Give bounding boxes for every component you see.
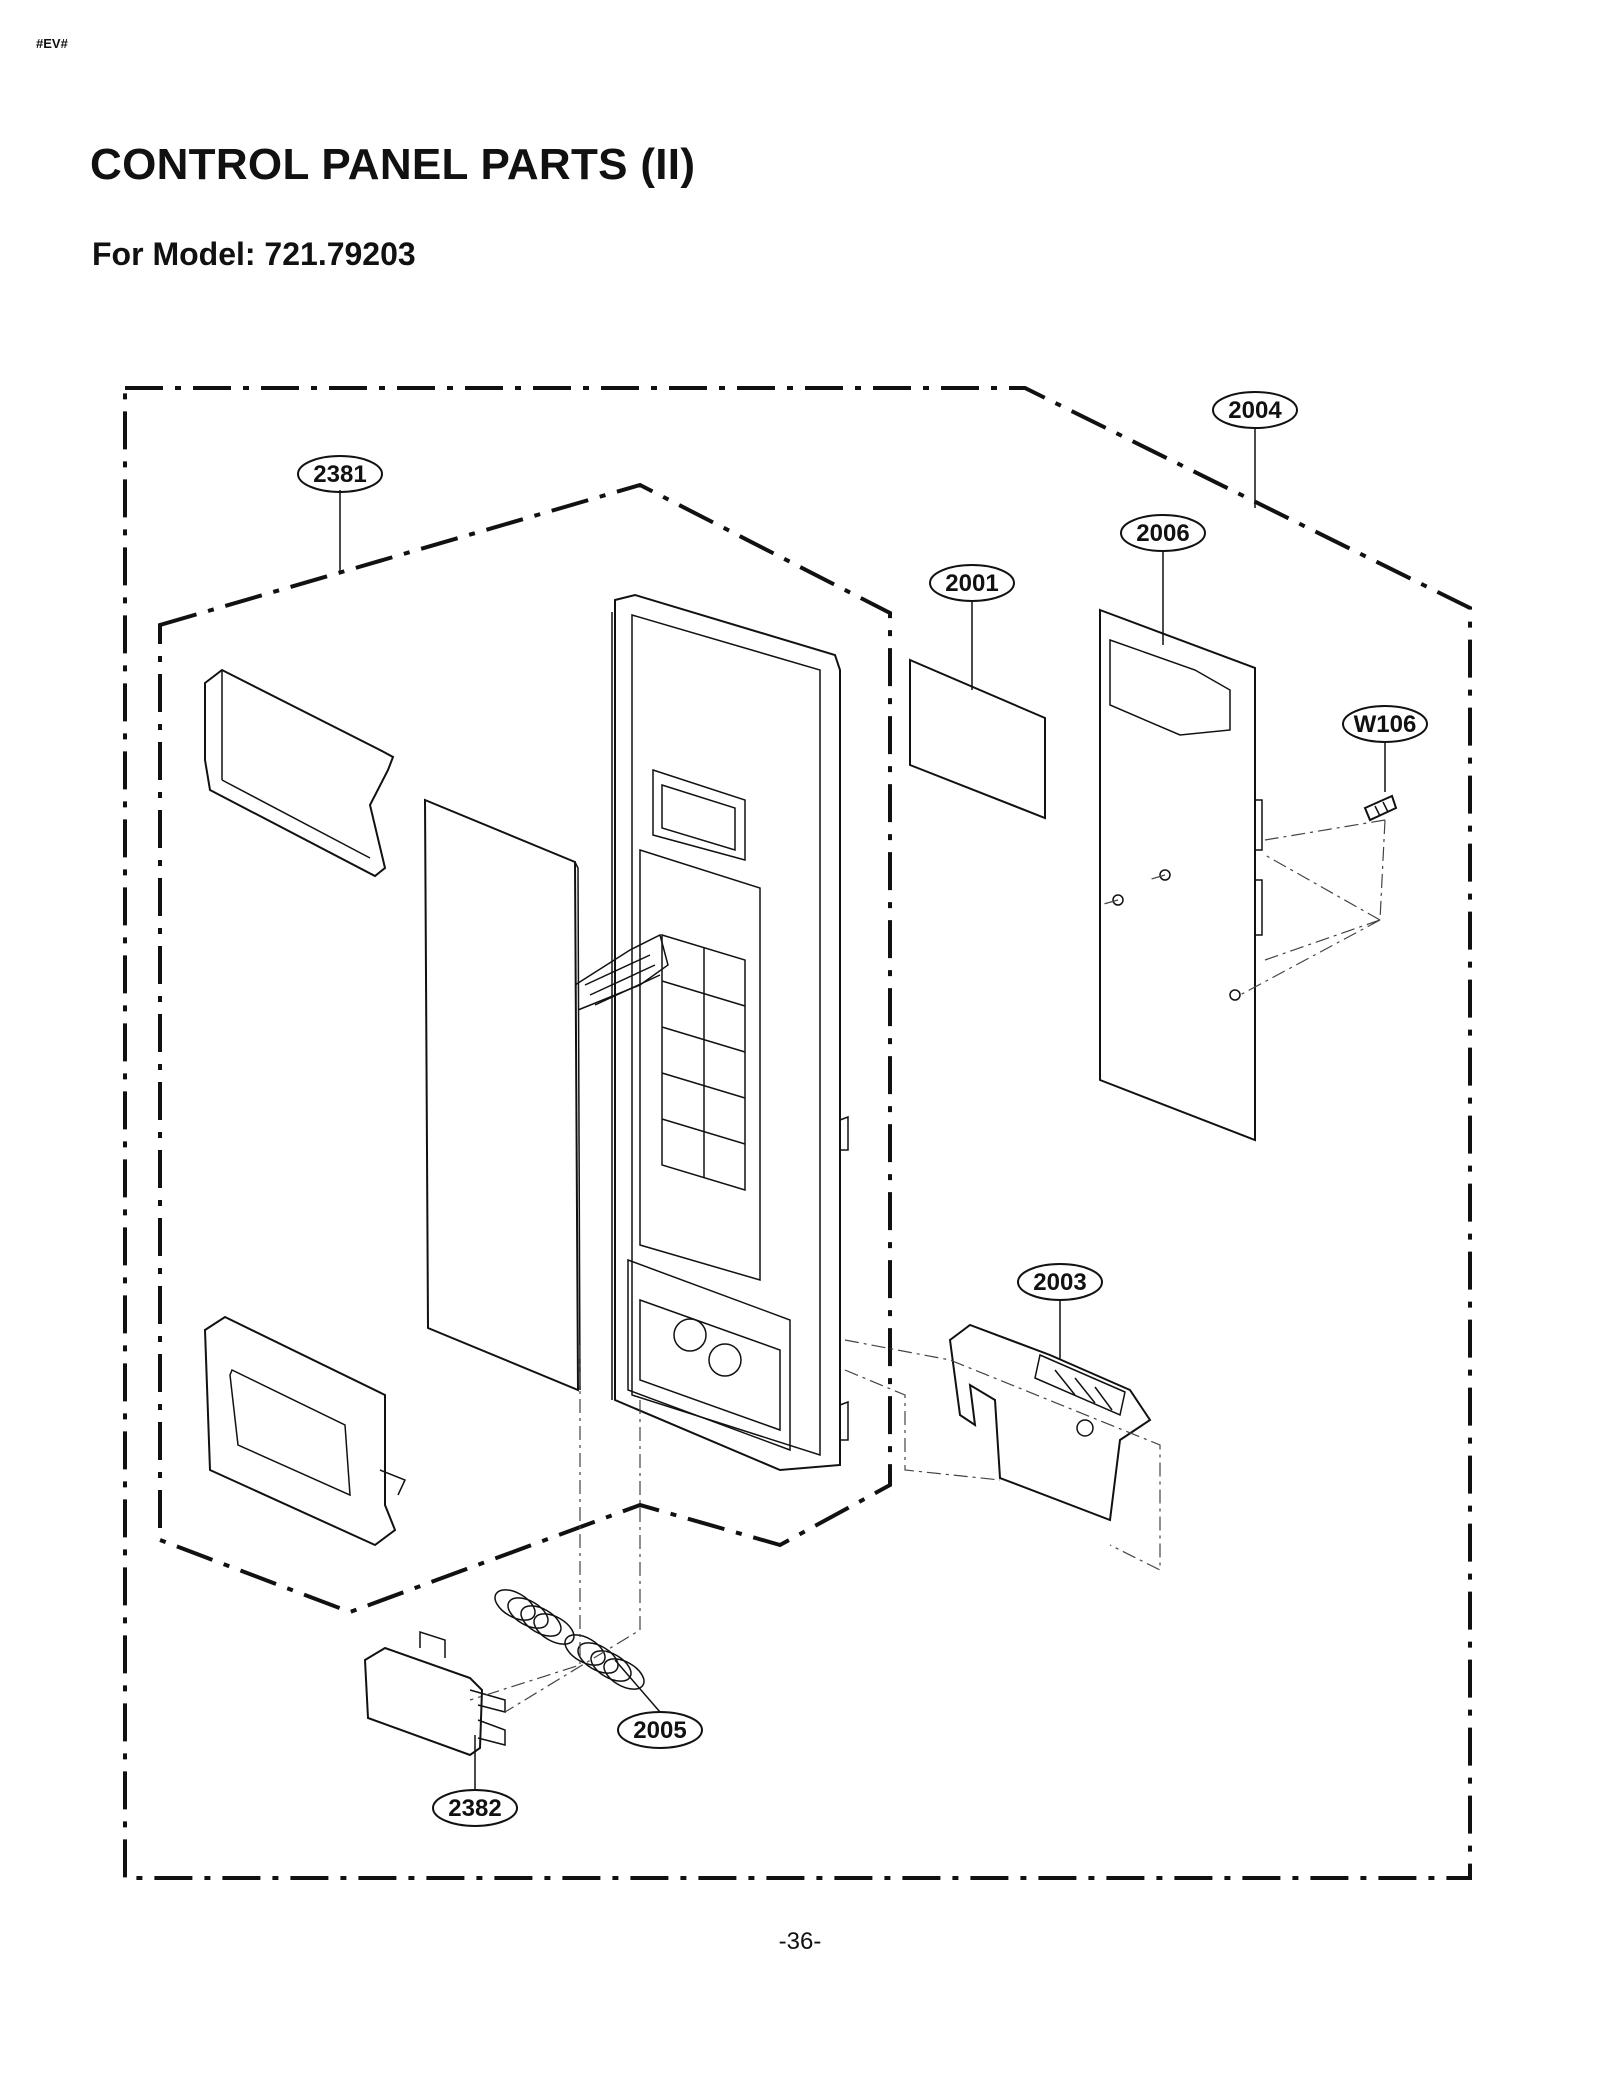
outer-assembly-boundary [123,386,1472,1880]
inner-assembly-boundary [158,482,892,1615]
callout-2004: 2004 [1212,391,1298,429]
callout-2001: 2001 [929,564,1015,602]
part-2001-sheet [909,658,1046,820]
callout-2005: 2005 [617,1711,703,1749]
svg-text:2382: 2382 [448,1795,501,1822]
part-2003-latch [948,1323,1152,1522]
projection-lines [469,819,1386,1713]
upper-trim-part [204,668,395,878]
part-2006-pcb [1099,608,1263,1142]
callout-2006: 2006 [1120,514,1206,552]
callout-2003: 2003 [1017,1263,1103,1301]
svg-text:2005: 2005 [633,1717,686,1744]
svg-text:2001: 2001 [945,570,998,597]
corner-tag: #EV# [36,36,68,51]
part-2382-button [363,1630,506,1757]
lower-trim-part [203,1315,407,1547]
callout-2382: 2382 [432,1789,518,1827]
membrane-sheet [423,798,669,1392]
svg-text:2381: 2381 [313,461,366,488]
page-title: CONTROL PANEL PARTS (II) [90,140,696,189]
model-line: For Model: 721.79203 [92,236,416,272]
page-number: -36- [778,1928,822,1955]
svg-text:2006: 2006 [1136,520,1189,547]
svg-text:W106: W106 [1354,711,1417,738]
leader-lines [339,428,1386,1790]
callout-2381: 2381 [297,455,383,493]
svg-text:2003: 2003 [1033,1269,1086,1296]
screw-w106 [1363,794,1398,822]
svg-text:2004: 2004 [1228,397,1282,424]
control-panel-frame [611,593,849,1472]
part-2005-springs [494,1589,645,1690]
callout-W106: W106 [1342,705,1428,743]
